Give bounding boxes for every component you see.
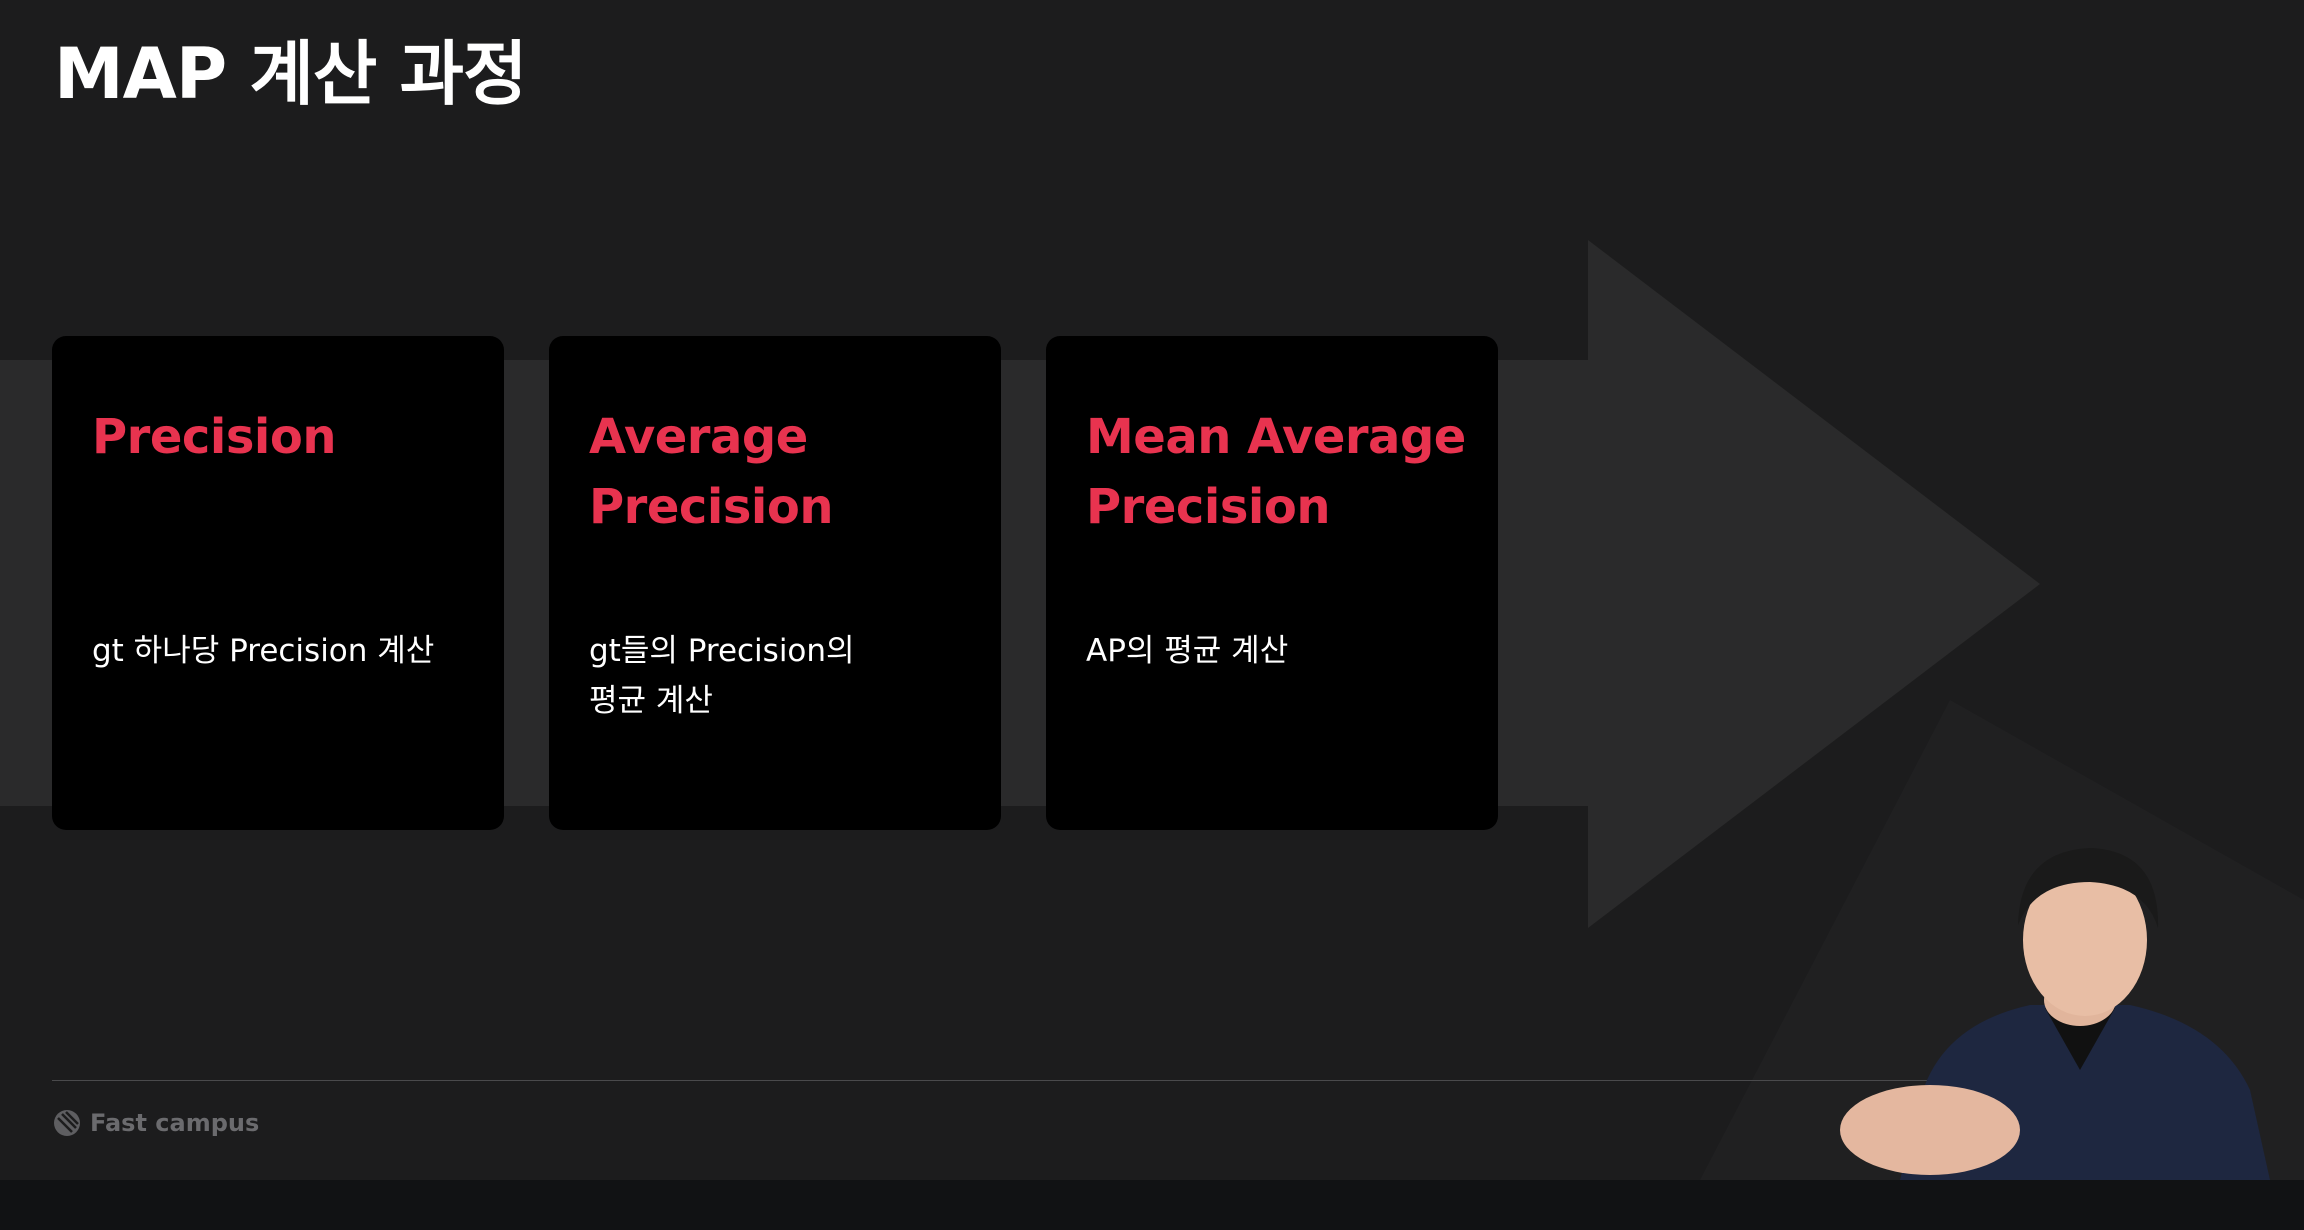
step-card-precision: Precision gt 하나당 Precision 계산	[52, 336, 504, 830]
card-description: gt들의 Precision의 평균 계산	[589, 626, 989, 726]
card-title: Average Precision	[589, 402, 989, 542]
card-title-line: Precision	[1086, 479, 1330, 535]
card-title-line: Precision	[92, 409, 336, 465]
card-title-line: Precision	[589, 479, 833, 535]
slide-title: MAP 계산 과정	[54, 33, 527, 115]
footer-divider	[52, 1080, 1972, 1081]
presenter-video	[1840, 848, 2270, 1180]
card-desc-line: AP의 평균 계산	[1086, 633, 1289, 669]
fastcampus-logo-icon	[54, 1110, 80, 1136]
fastcampus-logo: Fast campus	[52, 1108, 259, 1138]
card-desc-line: gt 하나당 Precision 계산	[92, 633, 435, 669]
card-desc-line: gt들의 Precision의	[589, 633, 855, 669]
logo-text: Fast campus	[90, 1109, 260, 1137]
arrow-head	[1588, 240, 2040, 928]
card-title-line: Mean Average	[1086, 409, 1466, 465]
card-title: Mean Average Precision	[1086, 402, 1486, 542]
card-desc-line: 평균 계산	[589, 683, 713, 719]
card-description: gt 하나당 Precision 계산	[92, 626, 492, 676]
step-card-average-precision: Average Precision gt들의 Precision의 평균 계산	[549, 336, 1001, 830]
presenter-head	[2023, 864, 2147, 1016]
presenter-hair	[2018, 848, 2159, 928]
card-description: AP의 평균 계산	[1086, 626, 1486, 676]
presenter-hands	[1840, 1085, 2020, 1175]
bottom-bar	[0, 1180, 2304, 1230]
step-card-mean-average-precision: Mean Average Precision AP의 평균 계산	[1046, 336, 1498, 830]
card-title-line: Average	[589, 409, 808, 465]
card-title: Precision	[92, 402, 492, 472]
